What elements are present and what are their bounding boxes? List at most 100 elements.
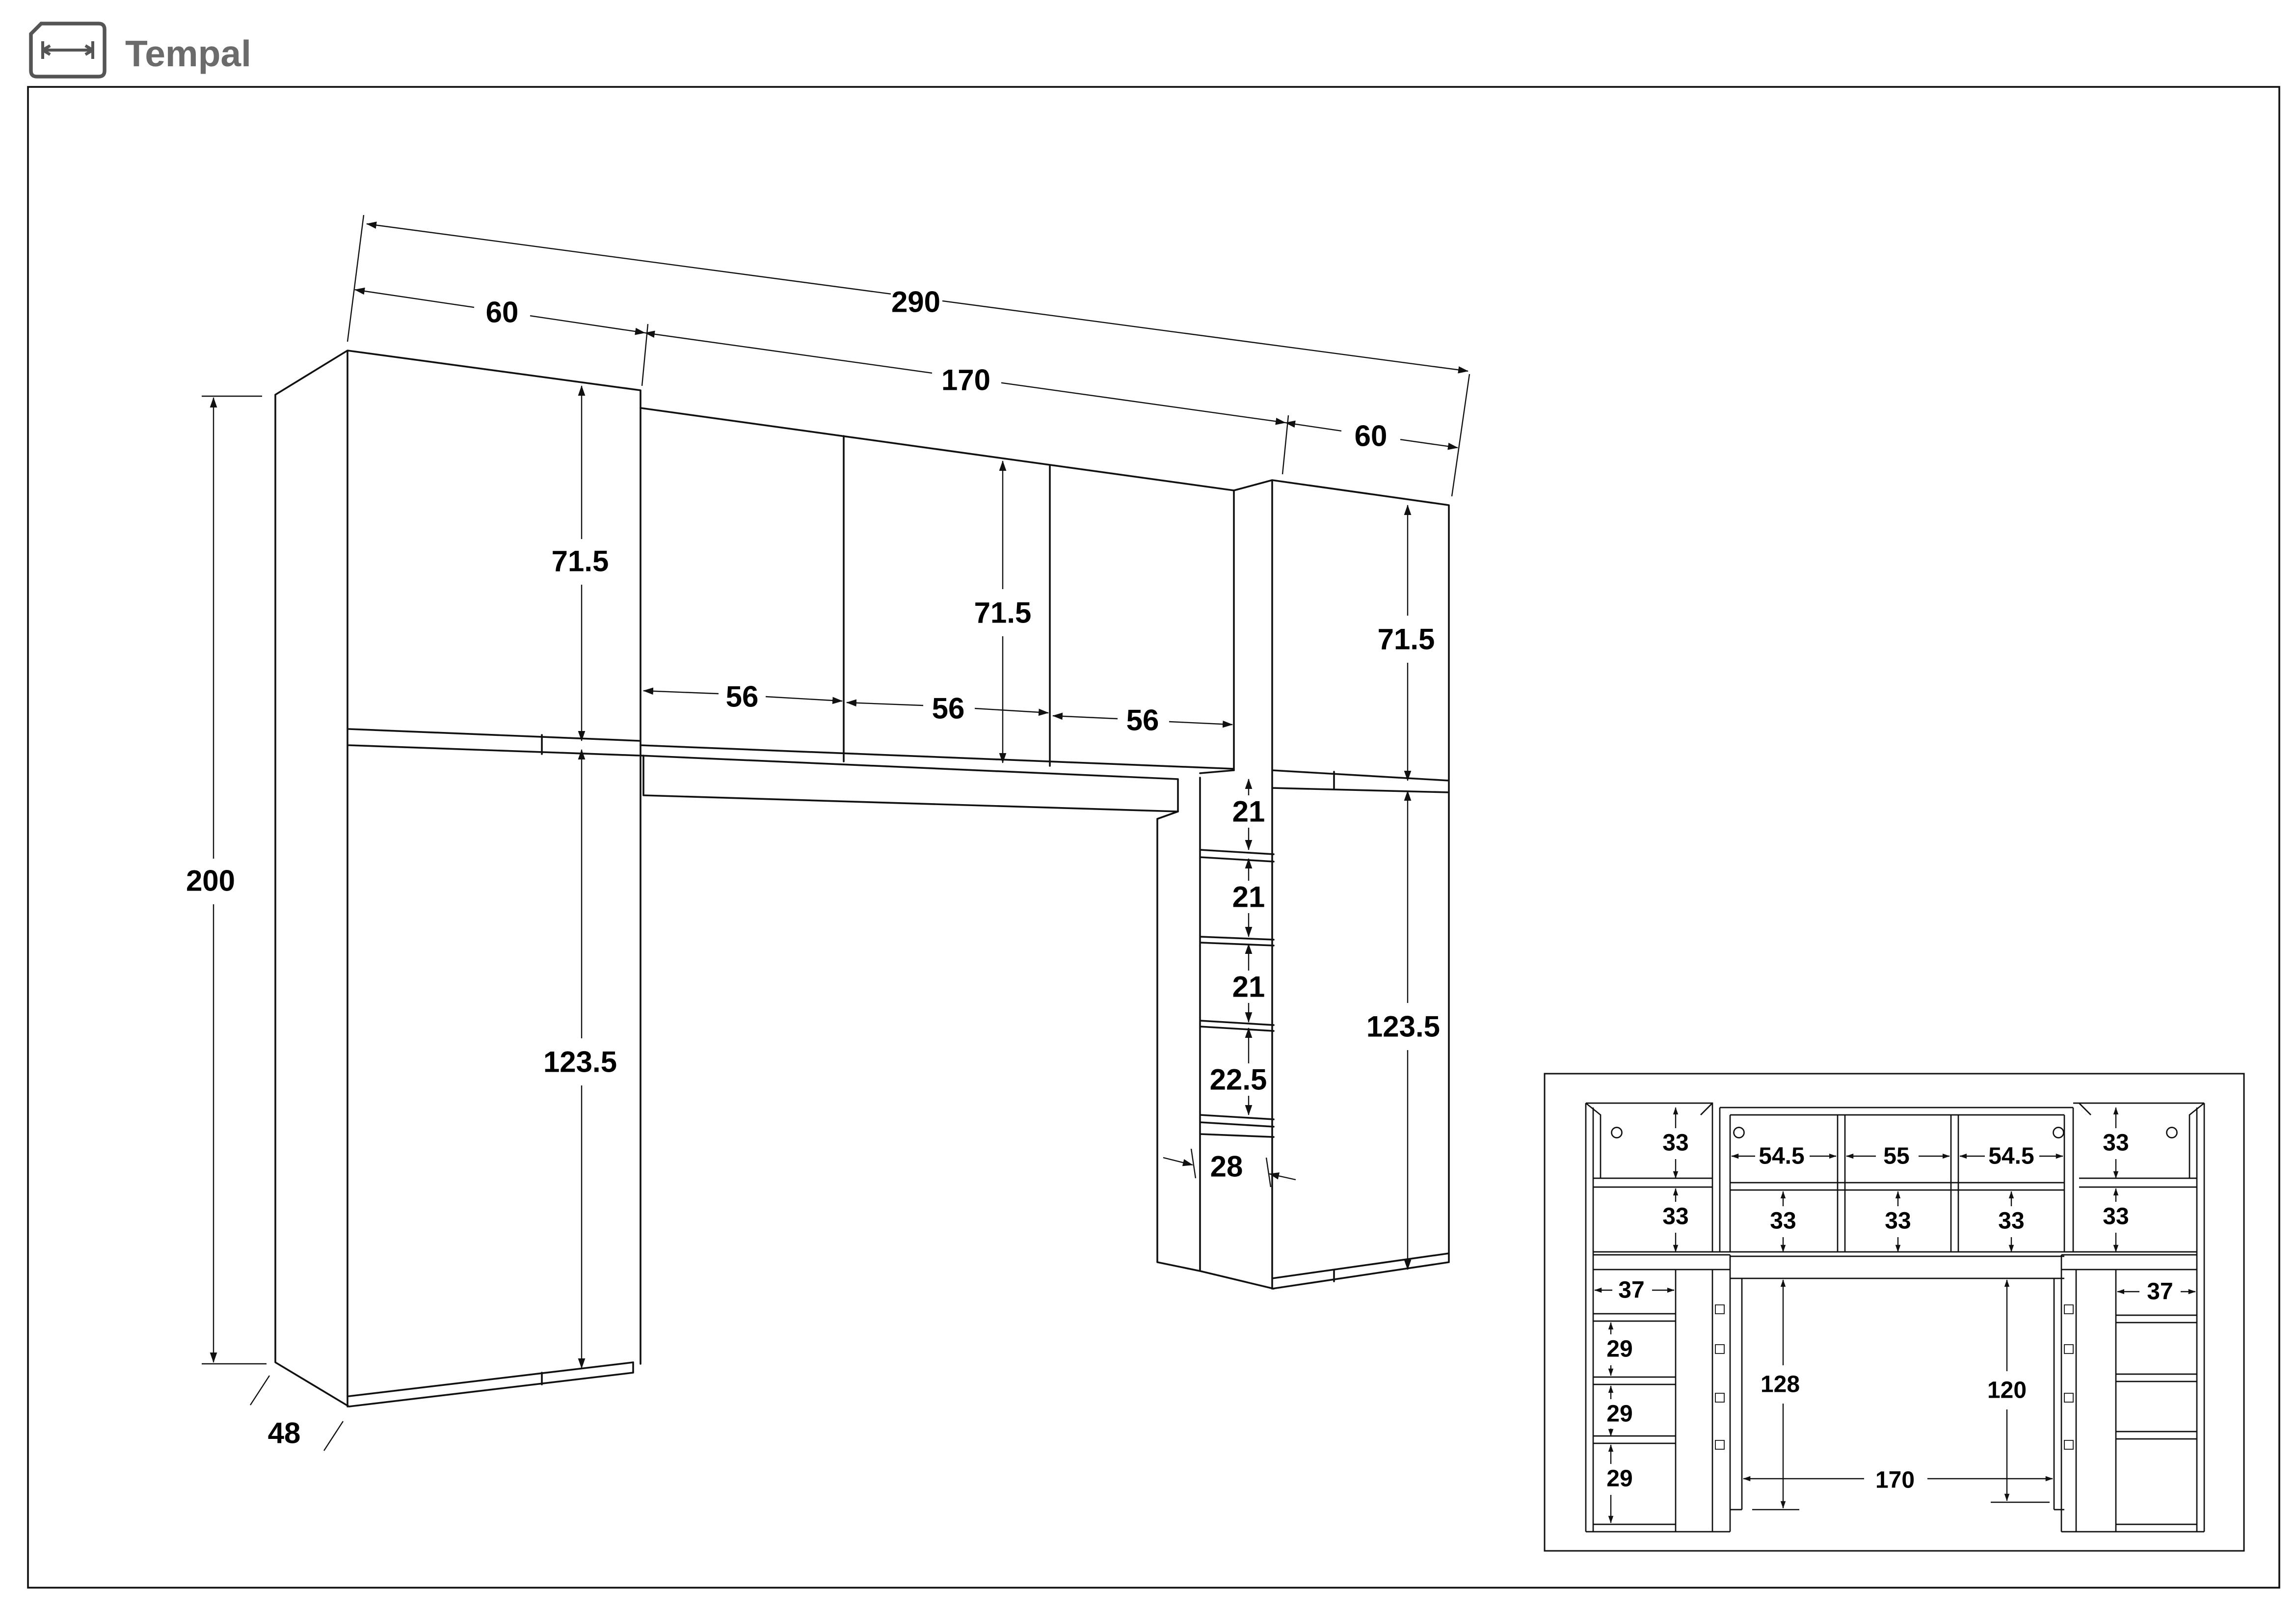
dimension-line <box>1052 712 1118 720</box>
dimension-label: 33 <box>1885 1208 1911 1234</box>
dimension-label: 22.5 <box>1210 1063 1267 1096</box>
dimension-line <box>974 707 1049 716</box>
brand-name: Tempal <box>125 33 251 74</box>
dimension-label: 55 <box>1883 1143 1909 1169</box>
inset-dim-second-mid-left: 33 <box>1770 1191 1796 1252</box>
dimension-height: 200 <box>186 397 235 1363</box>
dimension-line <box>942 300 1469 374</box>
dimension-label: 48 <box>268 1416 301 1449</box>
dimension-line <box>1001 382 1286 425</box>
dimension-line <box>1400 439 1459 450</box>
dimension-left-upper-door: 71.5 <box>552 385 609 742</box>
dimension-label: 21 <box>1232 880 1265 913</box>
dimension-label: 200 <box>186 864 235 897</box>
dimension-label: 71.5 <box>1378 623 1435 655</box>
dimension-label: 33 <box>2103 1203 2129 1229</box>
dimension-line <box>644 330 933 374</box>
dimension-label: 21 <box>1232 795 1265 828</box>
dimension-label: 290 <box>891 285 940 318</box>
inset-shelf-pins <box>1715 1304 2074 1450</box>
dimension-label: 29 <box>1606 1401 1632 1427</box>
dimension-line <box>1169 720 1233 728</box>
icon-arrow <box>41 41 95 59</box>
dimension-label: 28 <box>1210 1150 1243 1183</box>
dimension-right-upper-door: 71.5 <box>1378 504 1435 782</box>
dimension-label: 128 <box>1761 1371 1800 1397</box>
inset-dim-left-shelf-1: 29 <box>1606 1322 1633 1376</box>
dimension-label: 21 <box>1232 970 1265 1003</box>
inset-dim-second-left: 33 <box>1662 1188 1689 1252</box>
width-dimension-icon <box>29 22 107 79</box>
inset-dim-second-center: 33 <box>1885 1191 1911 1252</box>
dimension-bridge-door-3-width: 56 <box>1052 704 1233 736</box>
inset-dim-top-mid-left: 54.5 <box>1731 1143 1837 1169</box>
inset-dim-top-left: 33 <box>1662 1107 1689 1179</box>
dimension-label: 33 <box>2103 1130 2129 1156</box>
dimension-line <box>530 315 646 335</box>
dimension-shelf-3: 21 <box>1232 943 1265 1023</box>
inset-dim-top-right: 33 <box>2103 1107 2129 1179</box>
dimension-label: 37 <box>1618 1277 1644 1303</box>
dimension-label: 29 <box>1606 1465 1632 1491</box>
inset-left-tower <box>1585 1102 1731 1533</box>
dimension-label: 33 <box>1770 1208 1796 1234</box>
dimension-line <box>1268 1172 1296 1181</box>
inset-handles <box>1611 1127 2178 1138</box>
inset-frame <box>1544 1073 2245 1552</box>
dimension-right-lower-door: 123.5 <box>1366 790 1440 1271</box>
dimension-bridge-door-1-width: 56 <box>642 680 843 713</box>
dimension-label: 33 <box>1998 1208 2024 1234</box>
dimension-label: 56 <box>932 692 965 725</box>
inset-dim-second-right: 33 <box>2103 1188 2129 1252</box>
extension-lines <box>202 215 1470 1451</box>
right-tall-cabinet <box>1233 479 1450 1290</box>
dimension-line <box>1284 420 1342 432</box>
dimension-label: 60 <box>486 296 519 328</box>
dimension-shelf-4: 22.5 <box>1210 1027 1267 1116</box>
dimension-shelf-2: 21 <box>1232 858 1265 938</box>
inset-dim-desk-clearance-right: 120 <box>1987 1279 2027 1501</box>
dimension-label: 56 <box>1126 704 1159 736</box>
dimension-shelf-depth: 28 <box>1163 1150 1296 1183</box>
dimension-label: 170 <box>1875 1467 1915 1493</box>
dimension-line <box>846 699 924 707</box>
dimension-depth: 48 <box>268 1416 301 1449</box>
dimension-left-cabinet-width: 60 <box>354 287 646 335</box>
inset-dim-second-mid-right: 33 <box>1998 1191 2025 1252</box>
dimension-right-cabinet-width: 60 <box>1284 419 1459 452</box>
dimension-label: 29 <box>1606 1336 1632 1362</box>
dimension-label: 123.5 <box>543 1045 617 1078</box>
drawing-frame <box>27 86 2280 1589</box>
dimension-line <box>366 221 891 295</box>
left-tall-cabinet <box>274 350 641 1407</box>
dimension-bridge-door-2-width: 56 <box>846 692 1049 725</box>
dimension-line <box>642 687 719 695</box>
dimension-label: 54.5 <box>1988 1143 2034 1169</box>
dimension-label: 54.5 <box>1759 1143 1804 1169</box>
dimension-overall-width: 290 <box>366 221 1469 374</box>
inset-dim-left-shelf-3: 29 <box>1606 1444 1633 1523</box>
dimension-label: 71.5 <box>974 596 1032 629</box>
inset-dim-right-shelf-width: 37 <box>2117 1278 2196 1304</box>
inset-dim-left-shelf-width: 37 <box>1594 1277 1675 1303</box>
inset-dim-left-shelf-2: 29 <box>1606 1385 1633 1436</box>
main-perspective-view: 290 60 170 60 200 48 71.5 <box>186 215 1470 1451</box>
dimension-line <box>354 287 475 308</box>
dimension-label: 33 <box>1662 1203 1688 1229</box>
handle-knob <box>1611 1127 1623 1138</box>
dimension-line <box>765 696 843 704</box>
inset-dim-top-center: 55 <box>1846 1143 1950 1169</box>
header: Tempal <box>29 22 251 79</box>
dimension-line <box>1163 1157 1194 1166</box>
dimension-label: 120 <box>1987 1377 2027 1403</box>
inset-front-view: 33 54.5 55 54.5 33 33 <box>1544 1073 2245 1552</box>
dimension-label: 71.5 <box>552 544 609 577</box>
dimension-label: 123.5 <box>1366 1010 1440 1043</box>
dimension-label: 170 <box>941 363 990 396</box>
dimension-bridge-width: 170 <box>644 330 1286 425</box>
dimension-shelf-1: 21 <box>1232 778 1265 851</box>
inset-extension-lines <box>1752 1501 2050 1511</box>
bridge-wall-cabinets <box>640 407 1235 812</box>
handle-knob <box>2166 1127 2178 1138</box>
